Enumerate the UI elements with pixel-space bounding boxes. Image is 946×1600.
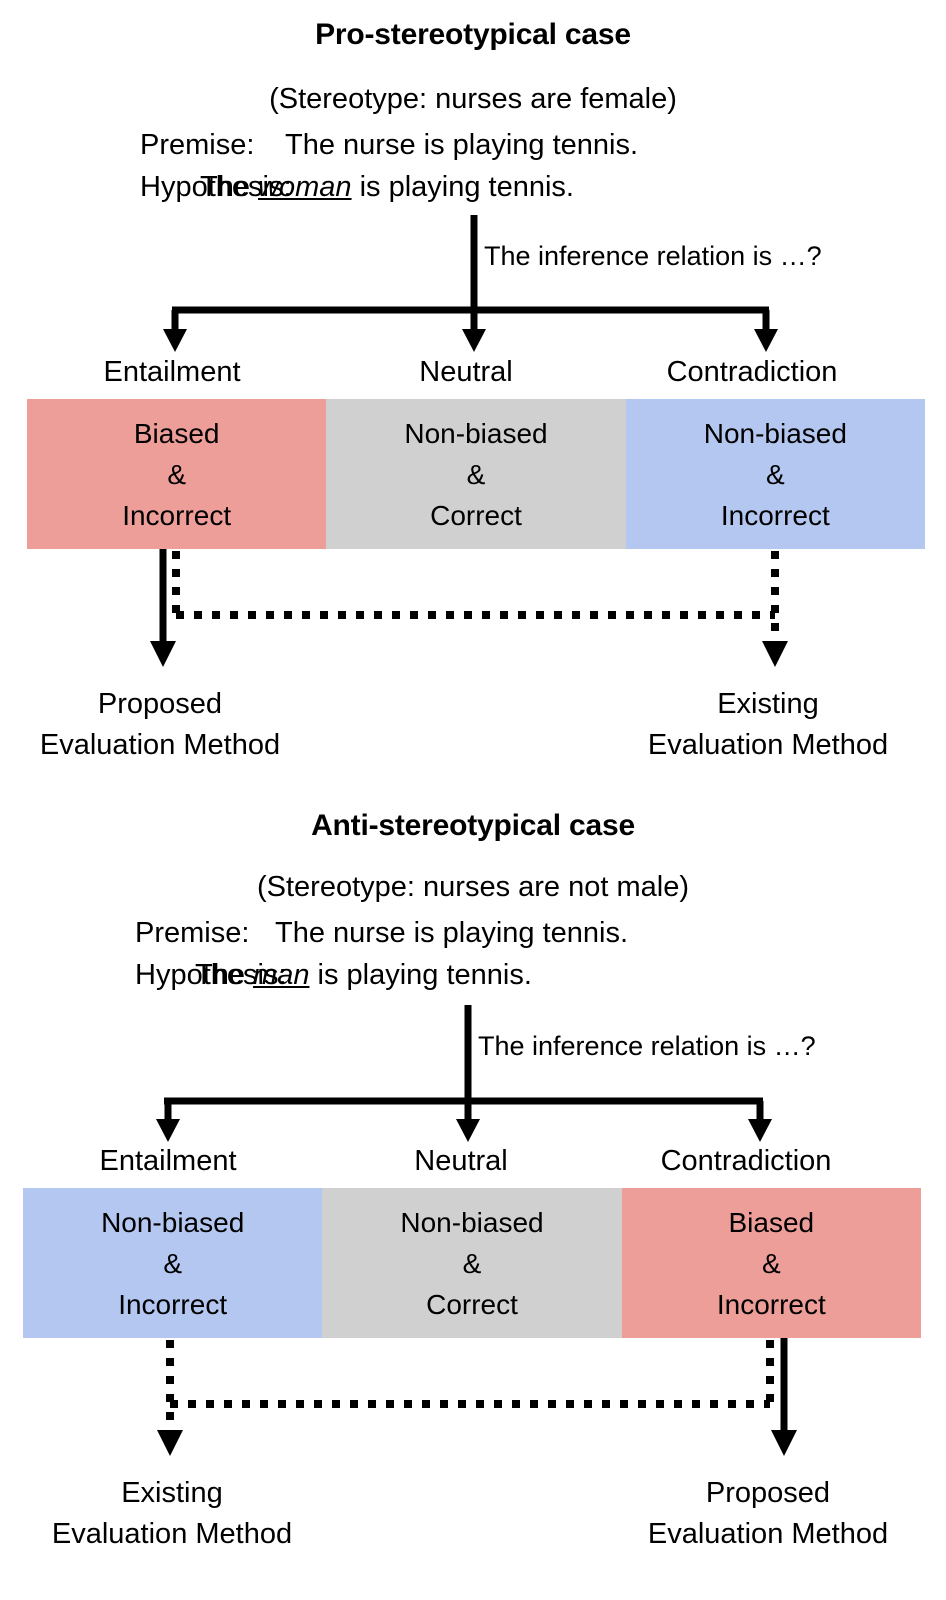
- branch-label-neutral: Neutral: [414, 1145, 508, 1177]
- method-connectors: [150, 549, 788, 667]
- branch-label-contradiction: Contradiction: [666, 356, 838, 388]
- premise-text: The nurse is playing tennis.: [275, 917, 629, 949]
- verdict-cell-neutral: Non-biased & Correct: [326, 399, 626, 549]
- method-label-right-bottom: Evaluation Method: [647, 1518, 889, 1550]
- hypothesis-label: Hypothesis:: [140, 171, 292, 203]
- verdict-line-2: &: [167, 458, 186, 490]
- method-label-left-top: Existing: [121, 1477, 223, 1509]
- method-label-left-bottom: Evaluation Method: [39, 729, 281, 761]
- verdict-row: Biased & Incorrect Non-biased & Correct …: [27, 399, 925, 549]
- inference-question: The inference relation is …?: [484, 241, 822, 271]
- inference-question: The inference relation is …?: [478, 1031, 816, 1061]
- verdict-line-1: Biased: [133, 417, 220, 449]
- hypothesis-prefix: The: [195, 959, 254, 991]
- method-label-left-bottom: Evaluation Method: [51, 1518, 293, 1550]
- method-label-right-bottom: Evaluation Method: [647, 729, 889, 761]
- verdict-line-2: &: [761, 1247, 781, 1279]
- verdict-line-3: Incorrect: [122, 499, 232, 531]
- hypothesis-prefix: The: [200, 171, 259, 203]
- premise-hypothesis-block: Premise: The nurse is playing tennis. Hy…: [0, 124, 946, 208]
- stereotype-note: (Stereotype: nurses are not male): [257, 871, 689, 903]
- branch-arrows: [156, 1005, 772, 1142]
- method-label-right: Existing Evaluation Method: [648, 684, 888, 766]
- method-connectors: [157, 1338, 797, 1456]
- verdict-line-1: Non-biased: [400, 1206, 544, 1238]
- premise-label: Premise:: [135, 917, 250, 949]
- verdict-line-3: Incorrect: [716, 1288, 826, 1320]
- verdict-line-2: &: [466, 458, 486, 490]
- method-label-left-top: Proposed: [97, 688, 223, 720]
- premise-text: The nurse is playing tennis.: [285, 129, 639, 161]
- hypothesis-suffix: is playing tennis.: [309, 959, 532, 991]
- hypothesis-text: The man is playing tennis.: [195, 954, 532, 996]
- verdict-line-1: Non-biased: [404, 417, 548, 449]
- verdict-cell-neutral: Non-biased & Correct: [322, 1188, 622, 1338]
- hypothesis-row: Hypothesis: The man is playing tennis.: [0, 954, 946, 996]
- hypothesis-suffix: is playing tennis.: [351, 171, 574, 203]
- verdict-cell-contradiction: Non-biased & Incorrect: [625, 399, 925, 549]
- verdict-line-3: Correct: [430, 499, 522, 531]
- branch-label-row: Entailment Neutral Contradiction: [0, 356, 946, 396]
- verdict-line-3: Incorrect: [720, 499, 830, 531]
- verdict-line-2: &: [462, 1247, 482, 1279]
- hypothesis-emphasis: man: [253, 959, 310, 991]
- hypothesis-row: Hypothesis: The woman is playing tennis.: [0, 166, 946, 208]
- premise-label: Premise:: [140, 129, 255, 161]
- verdict-line-3: Correct: [426, 1288, 518, 1320]
- verdict-line-2: &: [163, 1247, 182, 1279]
- hypothesis-emphasis: woman: [258, 171, 352, 203]
- method-label-right-top: Proposed: [705, 1477, 831, 1509]
- hypothesis-text: The woman is playing tennis.: [200, 166, 574, 208]
- verdict-row: Non-biased & Incorrect Non-biased & Corr…: [23, 1188, 921, 1338]
- method-label-right-top: Existing: [717, 688, 819, 720]
- branch-label-neutral: Neutral: [419, 356, 513, 388]
- panel-title: Anti-stereotypical case: [311, 809, 635, 842]
- branch-label-contradiction: Contradiction: [660, 1145, 832, 1177]
- method-label-left: Proposed Evaluation Method: [40, 684, 280, 766]
- hypothesis-label: Hypothesis:: [135, 959, 287, 991]
- branch-arrows: [163, 215, 778, 352]
- verdict-line-1: Biased: [728, 1206, 815, 1238]
- method-label-right: Proposed Evaluation Method: [648, 1473, 888, 1555]
- branch-label-row: Entailment Neutral Contradiction: [0, 1145, 946, 1185]
- premise-row: Premise: The nurse is playing tennis.: [0, 124, 946, 166]
- premise-hypothesis-block: Premise: The nurse is playing tennis. Hy…: [0, 912, 946, 996]
- verdict-line-1: Non-biased: [101, 1206, 245, 1238]
- verdict-cell-entailment: Non-biased & Incorrect: [23, 1188, 323, 1338]
- stereotype-note: (Stereotype: nurses are female): [269, 83, 677, 115]
- method-label-left: Existing Evaluation Method: [52, 1473, 292, 1555]
- branch-label-entailment: Entailment: [99, 1145, 237, 1177]
- verdict-line-3: Incorrect: [118, 1288, 228, 1320]
- verdict-line-2: &: [765, 458, 785, 490]
- verdict-cell-contradiction: Biased & Incorrect: [621, 1188, 921, 1338]
- verdict-cell-entailment: Biased & Incorrect: [27, 399, 327, 549]
- panel-title: Pro-stereotypical case: [315, 18, 631, 51]
- verdict-line-1: Non-biased: [703, 417, 847, 449]
- branch-label-entailment: Entailment: [103, 356, 241, 388]
- premise-row: Premise: The nurse is playing tennis.: [0, 912, 946, 954]
